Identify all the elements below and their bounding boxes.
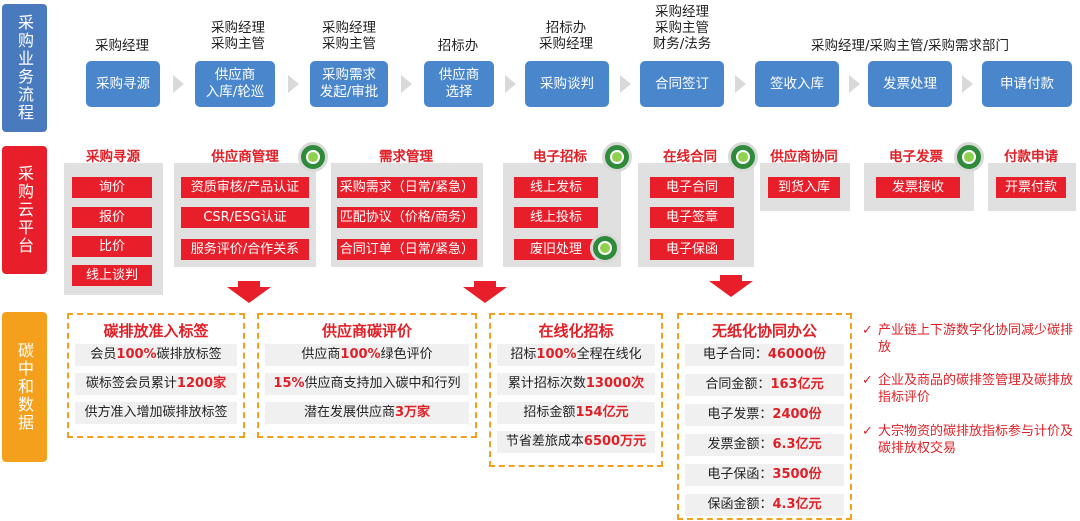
benefit-bullet: ✓大宗物资的碳排放指标参与计价及碳排放权交易 [862,424,1074,456]
btn-invoice-receive[interactable]: 发票接收 [876,177,960,198]
flow-step[interactable]: 供应商 选择 [424,61,494,107]
btn-qualification[interactable]: 资质审核/产品认证 [181,177,309,198]
flow-arrow-icon [172,75,184,93]
panel-title-payment: 付款申请 [1004,149,1058,165]
online-bid-box: 在线化招标 招标100%全程在线化累计招标次数13000次招标金额154亿元节省… [489,313,663,467]
down-arrow-icon [227,287,271,303]
panel-title-supplier: 供应商管理 [211,149,279,165]
btn-match-agreement[interactable]: 匹配协议（价格/商务） [337,207,477,228]
btn-csr-esg[interactable]: CSR/ESG认证 [181,207,309,228]
carbon-stat-line: 合同金额：163亿元 [685,374,844,396]
flow-step[interactable]: 供应商 入库/轮巡 [195,61,275,107]
row-label-flow: 采购业务流程 [2,4,47,132]
down-arrow-icon [474,281,496,287]
panel-title-invoice: 电子发票 [889,149,943,165]
flow-step[interactable]: 采购寻源 [86,61,160,107]
carbon-stat-line: 电子保函：3500份 [685,464,844,486]
btn-pay[interactable]: 开票付款 [996,177,1066,198]
supplier-carbon-title: 供应商碳评价 [321,322,412,340]
flow-arrow-icon [734,75,746,93]
flow-step[interactable]: 采购需求 发起/审批 [310,61,388,107]
flow-arrow-icon [287,75,299,93]
panel-title-contract: 在线合同 [663,149,717,165]
btn-esign[interactable]: 电子签章 [650,207,734,228]
role-label: 招标办 [437,38,479,54]
btn-compare[interactable]: 比价 [72,236,152,257]
flow-step[interactable]: 签收入库 [755,61,839,107]
btn-negotiate[interactable]: 线上谈判 [72,265,152,286]
carbon-stat-line: 电子发票：2400份 [685,404,844,426]
btn-econtract[interactable]: 电子合同 [650,177,734,198]
carbon-stat-line: 碳标签会员累计1200家 [75,373,237,395]
flow-step[interactable]: 发票处理 [868,61,952,107]
down-arrow-icon [463,287,507,303]
carbon-stat-line: 会员100%碳排放标签 [75,344,237,366]
role-label: 采购经理 采购主管 财务/法务 [652,4,712,52]
carbon-stat-line: 招标金额154亿元 [497,402,655,424]
flow-arrow-icon [504,75,516,93]
btn-scrap[interactable]: 废旧处理 [514,239,598,260]
carbon-stat-line: 累计招标次数13000次 [497,373,655,395]
panel-title-ebid: 电子招标 [533,149,587,165]
leaf-badge-icon [298,142,328,172]
btn-publish-bid[interactable]: 线上发标 [514,177,598,198]
panel-title-sourcing: 采购寻源 [86,149,140,165]
carbon-stat-line: 潜在发展供应商3万家 [265,402,469,424]
panel-title-demand: 需求管理 [379,149,433,165]
btn-contract-order[interactable]: 合同订单（日常/紧急） [337,239,477,260]
btn-submit-bid[interactable]: 线上投标 [514,207,598,228]
role-label: 采购经理 采购主管 [211,20,265,52]
role-label: 采购经理 [95,38,149,54]
panel-title-collab: 供应商协同 [770,149,838,165]
check-icon: ✓ [862,424,873,439]
btn-receive[interactable]: 到货入库 [768,177,840,198]
flow-step[interactable]: 采购谈判 [525,61,609,107]
online-bid-title: 在线化招标 [538,322,614,340]
carbon-label-title: 碳排放准入标签 [103,322,209,340]
down-arrow-icon [720,275,742,281]
leaf-badge-icon [590,233,620,263]
down-arrow-icon [238,281,260,287]
carbon-stat-line: 供方准入增加碳排放标签 [75,402,237,424]
btn-eguarantee[interactable]: 电子保函 [650,239,734,260]
paperless-office-title: 无纸化协同办公 [711,322,817,340]
row-label-cloud: 采购云平台 [2,146,47,274]
btn-inquiry[interactable]: 询价 [72,177,152,198]
carbon-stat-line: 保函金额：4.3亿元 [685,494,844,516]
btn-quote[interactable]: 报价 [72,207,152,228]
leaf-badge-icon [602,142,632,172]
role-label: 采购经理/采购主管/采购需求部门 [810,38,1010,54]
flow-arrow-icon [962,75,973,93]
leaf-badge-icon [954,142,984,172]
carbon-stat-line: 电子合同：46000份 [685,344,844,366]
carbon-label-box: 碳排放准入标签 会员100%碳排放标签碳标签会员累计1200家供方准入增加碳排放… [67,313,245,438]
flow-arrow-icon [848,75,860,93]
carbon-stat-line: 15%供应商支持加入碳中和行列 [265,373,469,395]
row-label-carbon: 碳中和数据 [2,312,47,462]
btn-service-eval[interactable]: 服务评价/合作关系 [181,239,309,260]
carbon-stat-line: 供应商100%绿色评价 [265,344,469,366]
carbon-stat-line: 节省差旅成本6500万元 [497,431,655,453]
leaf-badge-icon [728,142,758,172]
flow-arrow-icon [401,75,412,93]
supplier-carbon-box: 供应商碳评价 供应商100%绿色评价 15%供应商支持加入碳中和行列潜在发展供应商… [257,313,477,438]
benefit-bullet: ✓产业链上下游数字化协同减少碳排放 [862,323,1074,355]
role-label: 采购经理 采购主管 [322,20,376,52]
flow-step[interactable]: 合同签订 [640,61,724,107]
carbon-stat-line: 招标100%全程在线化 [497,344,655,366]
flow-arrow-icon [619,75,631,93]
check-icon: ✓ [862,323,873,338]
check-icon: ✓ [862,373,873,388]
benefit-bullet: ✓企业及商品的碳排签管理及碳排放指标评价 [862,373,1074,405]
carbon-stat-line: 发票金额：6.3亿元 [685,434,844,456]
role-label: 招标办 采购经理 [539,20,593,52]
paperless-office-box: 无纸化协同办公 电子合同：46000份合同金额：163亿元电子发票：2400份发… [677,313,852,520]
down-arrow-icon [709,281,753,297]
flow-step[interactable]: 申请付款 [982,61,1072,107]
btn-demand-daily[interactable]: 采购需求（日常/紧急） [337,177,477,198]
